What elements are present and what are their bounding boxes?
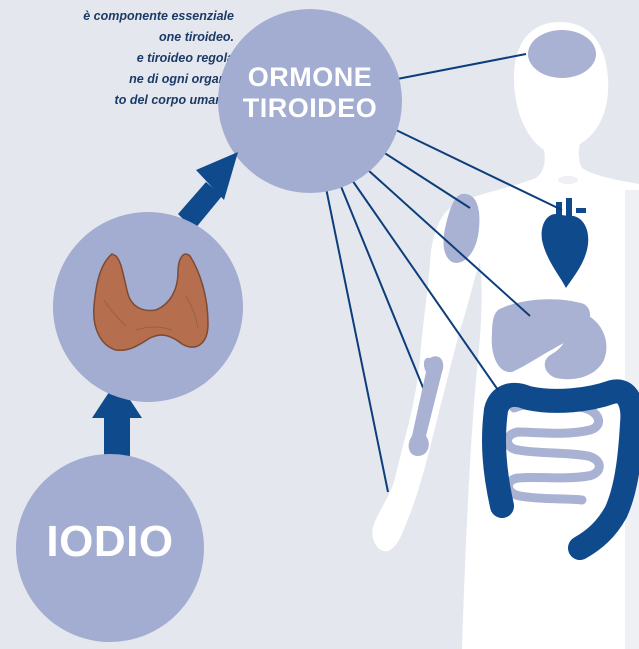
- iodine-node-label: IODIO: [10, 518, 210, 566]
- line-to-skin: [326, 188, 388, 492]
- brain-icon: [528, 30, 596, 78]
- hormone-node-label: ORMONE TIROIDEO: [220, 62, 400, 124]
- hormone-label-line-1: ORMONE: [220, 62, 400, 93]
- line-to-brain: [392, 54, 526, 80]
- thyroid-node-circle: [53, 212, 243, 402]
- arrow-thyroid-to-hormone: [178, 152, 238, 230]
- thyroid-gland-body-icon: [558, 176, 578, 184]
- line-to-bone: [340, 184, 424, 390]
- hormone-label-line-2: TIROIDEO: [220, 93, 400, 124]
